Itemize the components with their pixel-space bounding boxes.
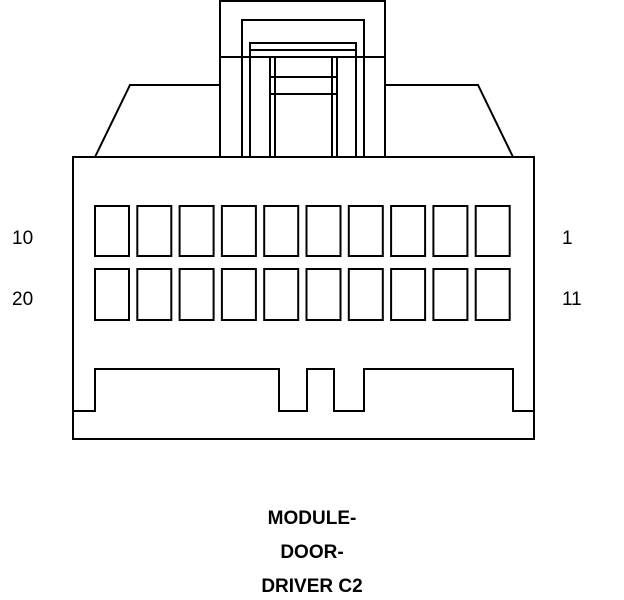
pin-cavity-11 — [474, 268, 511, 321]
pin-cavity-2 — [432, 205, 469, 257]
pin-cavity-5 — [305, 205, 342, 257]
pin-cavity-15 — [305, 268, 342, 321]
keying-profile — [73, 368, 534, 412]
pin-label-11: 11 — [562, 289, 582, 310]
left-shoulder — [94, 84, 220, 158]
pin-cavity-20 — [94, 268, 130, 321]
right-shoulder — [385, 84, 514, 158]
pin-cavity-16 — [263, 268, 300, 321]
pin-cavity-9 — [136, 205, 173, 257]
pin-cavity-3 — [390, 205, 427, 257]
latch-outer — [241, 19, 365, 157]
pin-cavity-14 — [347, 268, 384, 321]
pin-label-10: 10 — [12, 228, 34, 249]
latch-housing — [219, 0, 386, 158]
pin-cavity-19 — [136, 268, 173, 321]
pin-cavity-13 — [390, 268, 427, 321]
caption-line-3: DRIVER C2 — [261, 576, 363, 597]
pin-cavity-17 — [220, 268, 257, 321]
pin-cavity-4 — [347, 205, 384, 257]
pin-label-1: 1 — [562, 228, 573, 249]
pin-cavity-10 — [94, 205, 130, 257]
pin-cavity-6 — [263, 205, 300, 257]
latch-inner — [249, 42, 357, 157]
pin-label-20: 20 — [12, 289, 34, 310]
pin-cavity-7 — [220, 205, 257, 257]
caption-line-1: MODULE- — [267, 508, 357, 529]
caption-line-2: DOOR- — [280, 542, 344, 563]
connector-body — [72, 156, 535, 440]
pin-cavity-12 — [432, 268, 469, 321]
pin-cavity-1 — [474, 205, 511, 257]
latch-tab — [269, 56, 338, 157]
pin-cavity-18 — [178, 268, 215, 321]
pin-cavity-8 — [178, 205, 215, 257]
